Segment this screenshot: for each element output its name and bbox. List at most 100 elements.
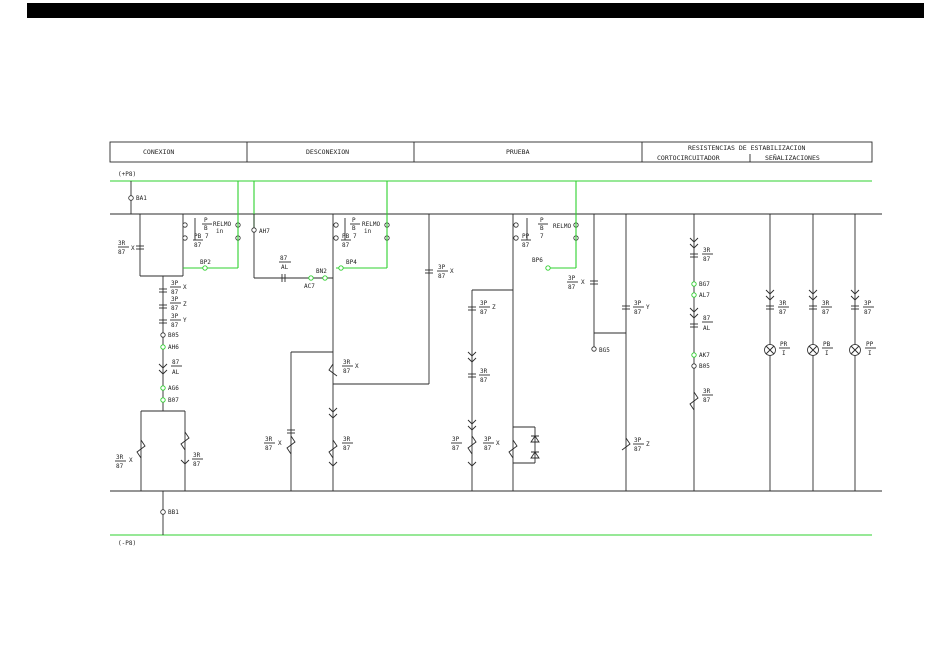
svg-text:87: 87 bbox=[703, 315, 711, 322]
desconexion-circuit: AH7 87 AL AC7 BN2 P B RELMO in PB 87 7 B… bbox=[251, 181, 454, 491]
senalizaciones-circuit: 3R 87 PR I 3R 87 PB I 3P 87 PP I bbox=[764, 214, 876, 491]
svg-text:AL: AL bbox=[703, 325, 711, 332]
svg-text:3P: 3P bbox=[452, 436, 460, 443]
svg-text:3P: 3P bbox=[568, 275, 576, 282]
svg-text:87: 87 bbox=[703, 256, 711, 263]
svg-text:X: X bbox=[496, 440, 500, 447]
terminal-b05: B05 bbox=[168, 332, 179, 339]
svg-text:I: I bbox=[868, 350, 872, 357]
svg-text:PP: PP bbox=[866, 341, 874, 348]
svg-text:7: 7 bbox=[205, 233, 209, 240]
terminal-ac7: AC7 bbox=[304, 283, 315, 290]
svg-text:3R: 3R bbox=[193, 452, 201, 459]
svg-text:3R: 3R bbox=[480, 368, 488, 375]
svg-text:87: 87 bbox=[194, 242, 202, 249]
svg-text:87: 87 bbox=[703, 397, 711, 404]
negative-bus-label: (-P8) bbox=[118, 540, 136, 547]
conexion-circuit: 3R 87 X P B RELMO in PB 87 7 BP2 3P 87 X… bbox=[115, 181, 255, 491]
terminal-al7: AL7 bbox=[699, 292, 710, 299]
svg-text:87: 87 bbox=[343, 445, 351, 452]
svg-text:B: B bbox=[352, 225, 356, 232]
svg-text:87: 87 bbox=[452, 445, 460, 452]
svg-text:3R: 3R bbox=[343, 359, 351, 366]
terminal-bp6: BP6 bbox=[532, 257, 543, 264]
terminal-ba1: BA1 bbox=[136, 195, 147, 202]
svg-text:3P: 3P bbox=[634, 300, 642, 307]
svg-text:Y: Y bbox=[183, 317, 187, 324]
svg-text:PR: PR bbox=[780, 341, 788, 348]
svg-text:3R: 3R bbox=[118, 240, 126, 247]
svg-text:3P: 3P bbox=[634, 437, 642, 444]
svg-text:87: 87 bbox=[193, 461, 201, 468]
terminal-bp2: BP2 bbox=[200, 259, 211, 266]
svg-text:87: 87 bbox=[568, 284, 576, 291]
header-cortocircuitador: CORTOCIRCUITADOR bbox=[657, 154, 720, 162]
svg-text:3R: 3R bbox=[703, 247, 711, 254]
terminal-ah7: AH7 bbox=[259, 228, 270, 235]
svg-text:3P: 3P bbox=[438, 264, 446, 271]
svg-text:87: 87 bbox=[822, 309, 830, 316]
svg-text:87: 87 bbox=[280, 255, 288, 262]
svg-text:7: 7 bbox=[540, 233, 544, 240]
terminal-b05-right: B05 bbox=[699, 363, 710, 370]
svg-text:AL: AL bbox=[281, 264, 289, 271]
svg-text:3R: 3R bbox=[116, 454, 124, 461]
svg-text:87: 87 bbox=[342, 242, 350, 249]
svg-text:3R: 3R bbox=[703, 388, 711, 395]
svg-text:87: 87 bbox=[171, 305, 179, 312]
terminal-bg7: BG7 bbox=[699, 281, 710, 288]
svg-text:87: 87 bbox=[779, 309, 787, 316]
terminal-ah6: AH6 bbox=[168, 344, 179, 351]
svg-text:X: X bbox=[131, 245, 135, 252]
svg-text:I: I bbox=[782, 350, 786, 357]
svg-text:PB: PB bbox=[194, 233, 202, 240]
svg-text:PP: PP bbox=[522, 233, 530, 240]
svg-text:87: 87 bbox=[265, 445, 273, 452]
svg-text:Z: Z bbox=[492, 304, 496, 311]
svg-text:3P: 3P bbox=[480, 300, 488, 307]
svg-text:87: 87 bbox=[634, 309, 642, 316]
svg-text:87: 87 bbox=[634, 446, 642, 453]
title-banner bbox=[27, 3, 924, 18]
header-resistencias: RESISTENCIAS DE ESTABILIZACION bbox=[688, 144, 805, 152]
svg-text:87: 87 bbox=[171, 289, 179, 296]
svg-text:3P: 3P bbox=[171, 313, 179, 320]
svg-text:87: 87 bbox=[522, 242, 530, 249]
svg-text:3R: 3R bbox=[779, 300, 787, 307]
svg-text:P: P bbox=[204, 217, 208, 224]
svg-text:3R: 3R bbox=[265, 436, 273, 443]
svg-text:in: in bbox=[216, 228, 224, 235]
svg-text:PB: PB bbox=[342, 233, 350, 240]
svg-text:X: X bbox=[355, 363, 359, 370]
svg-text:X: X bbox=[450, 268, 454, 275]
svg-text:87: 87 bbox=[480, 309, 488, 316]
svg-text:87: 87 bbox=[118, 249, 126, 256]
svg-text:Y: Y bbox=[646, 304, 650, 311]
svg-text:P: P bbox=[352, 217, 356, 224]
svg-text:in: in bbox=[364, 228, 372, 235]
terminal-ag6: AG6 bbox=[168, 385, 179, 392]
svg-text:7: 7 bbox=[353, 233, 357, 240]
svg-text:X: X bbox=[278, 440, 282, 447]
svg-text:RELMO: RELMO bbox=[362, 221, 380, 228]
terminal-bg5: BG5 bbox=[599, 347, 610, 354]
header-conexion: CONEXION bbox=[143, 148, 174, 156]
svg-text:3P: 3P bbox=[484, 436, 492, 443]
svg-text:PB: PB bbox=[823, 341, 831, 348]
svg-text:Z: Z bbox=[646, 441, 650, 448]
svg-text:3R: 3R bbox=[822, 300, 830, 307]
terminal-ak7: AK7 bbox=[699, 352, 710, 359]
svg-text:87: 87 bbox=[480, 377, 488, 384]
svg-text:87: 87 bbox=[116, 463, 124, 470]
svg-text:87: 87 bbox=[864, 309, 872, 316]
terminal-bp4: BP4 bbox=[346, 259, 357, 266]
svg-text:3P: 3P bbox=[171, 280, 179, 287]
svg-text:87: 87 bbox=[484, 445, 492, 452]
svg-text:87: 87 bbox=[172, 359, 180, 366]
terminal-bn2: BN2 bbox=[316, 268, 327, 275]
terminal-bb1: BB1 bbox=[168, 509, 179, 516]
svg-text:87: 87 bbox=[438, 273, 446, 280]
header-table: CONEXION DESCONEXION PRUEBA RESISTENCIAS… bbox=[109, 141, 873, 163]
svg-text:X: X bbox=[581, 279, 585, 286]
